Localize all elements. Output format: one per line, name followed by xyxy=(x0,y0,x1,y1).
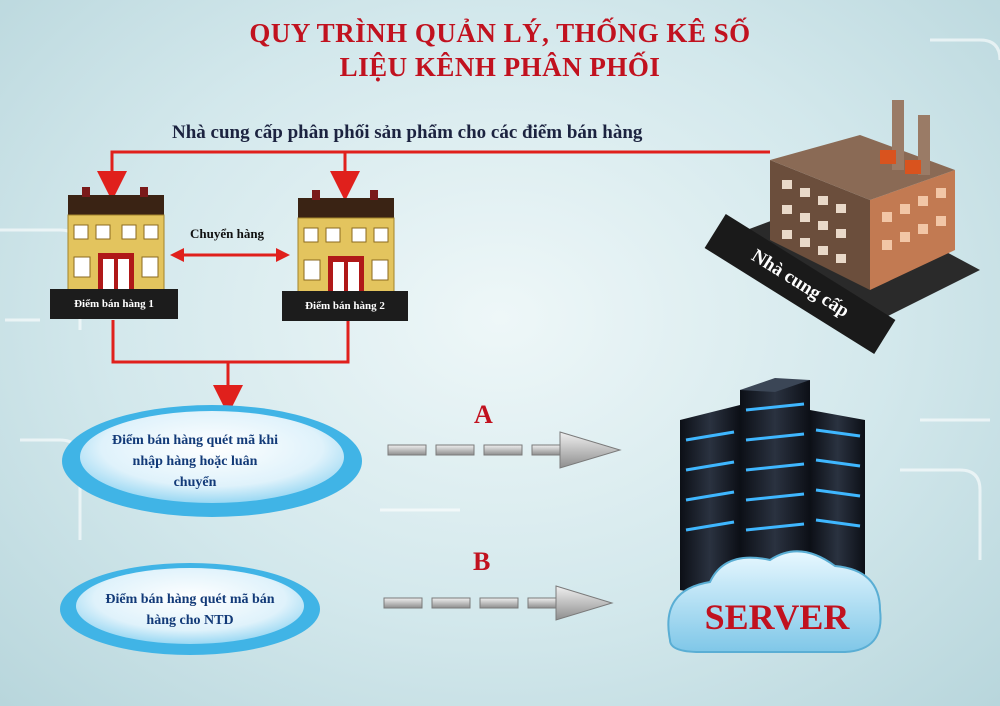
supply-connector xyxy=(97,150,770,201)
house-icon xyxy=(67,187,165,292)
transfer-arrow xyxy=(170,248,290,262)
supply-caption: Nhà cung cấp phân phối sản phẩm cho các … xyxy=(172,122,643,143)
step-ellipse-b xyxy=(60,563,320,655)
page-title-line2: LIỆU KÊNH PHÂN PHỐI xyxy=(339,52,661,82)
dashed-arrow-icon xyxy=(383,585,614,621)
factory-icon xyxy=(720,100,980,330)
dashed-arrow-icon xyxy=(387,431,622,469)
step-ellipse-a xyxy=(62,405,362,517)
step-a-text: Điểm bán hàng quét mã khi nhập hàng hoặc… xyxy=(111,433,279,490)
step-a-letter: A xyxy=(474,400,493,429)
step-b-letter: B xyxy=(473,547,491,576)
house-icon xyxy=(297,190,395,295)
store-label-2: Điểm bán hàng 2 xyxy=(282,291,408,321)
store-label-1: Điểm bán hàng 1 xyxy=(50,289,178,319)
page-title-line1: QUY TRÌNH QUẢN LÝ, THỐNG KÊ SỐ xyxy=(249,18,751,48)
step-b-text: Điểm bán hàng quét mã bán hàng cho NTD xyxy=(105,592,275,628)
server-label: SERVER xyxy=(704,597,850,637)
stores-connector xyxy=(111,320,350,415)
cloud-icon xyxy=(667,550,882,653)
transfer-caption: Chuyển hàng xyxy=(190,226,265,241)
